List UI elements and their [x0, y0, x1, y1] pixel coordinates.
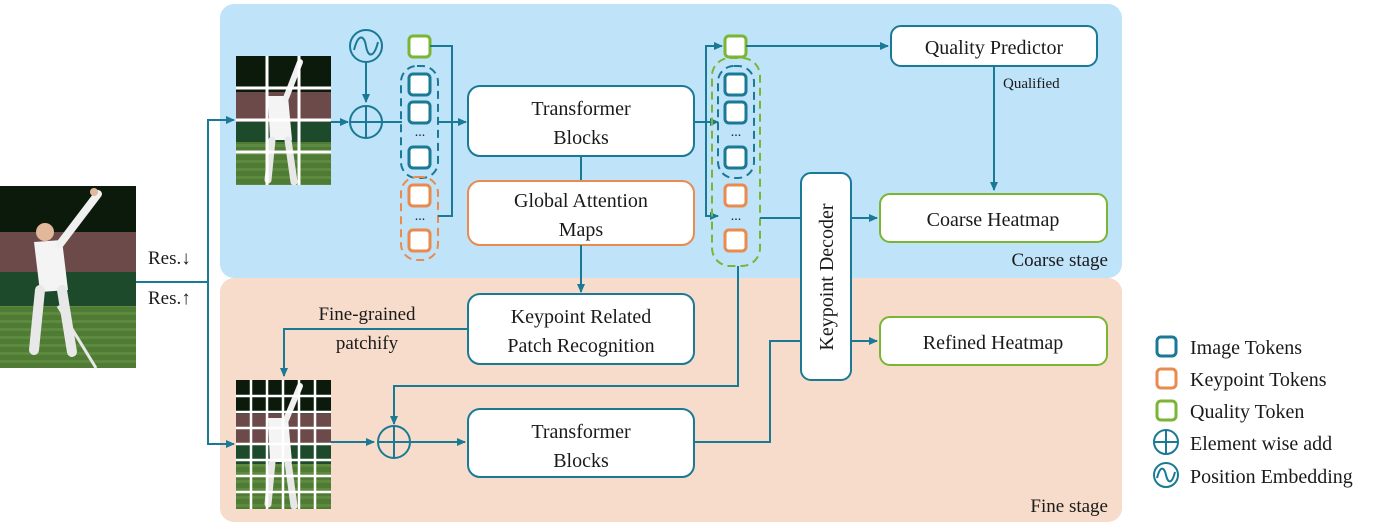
- coarse-tokens-to-fine-add-arrow: [390, 266, 739, 425]
- keypoint-token: [407, 183, 432, 208]
- image-token-icon: [1155, 335, 1178, 358]
- svg-text:Global Attention: Global Attention: [514, 190, 648, 212]
- coarse-add-icon: [349, 105, 383, 139]
- legend-label: Keypoint Tokens: [1190, 369, 1327, 391]
- transformer-to-output-tokens: [694, 42, 723, 220]
- res-down-label: Res.↓: [148, 248, 191, 269]
- position-embedding-legend-icon: [1153, 462, 1179, 488]
- svg-text:Quality Predictor: Quality Predictor: [925, 37, 1064, 59]
- token-ellipsis: ...: [415, 125, 426, 140]
- split-connector: [136, 116, 235, 448]
- coarse-stage-label: Coarse stage: [1011, 250, 1108, 271]
- token-ellipsis: ...: [415, 209, 426, 224]
- legend: Image Tokens Keypoint Tokens Quality Tok…: [1153, 335, 1353, 488]
- fine-stage-label: Fine stage: [1030, 496, 1108, 517]
- fine-grained-label: Fine-grained: [318, 304, 416, 325]
- global-attention-maps: Global Attention Maps: [467, 180, 695, 246]
- fine-add-icon: [377, 425, 411, 459]
- image-token: [407, 100, 432, 125]
- transformer-blocks-coarse: Transformer Blocks: [467, 85, 695, 157]
- svg-text:Patch Recognition: Patch Recognition: [507, 335, 654, 357]
- image-token: [407, 145, 432, 170]
- legend-label: Element wise add: [1190, 433, 1332, 455]
- svg-text:Transformer: Transformer: [531, 421, 631, 443]
- keypoint-token-icon: [1155, 367, 1178, 390]
- svg-text:Blocks: Blocks: [553, 450, 609, 472]
- svg-text:Keypoint Related: Keypoint Related: [511, 306, 652, 328]
- quality-token-icon: [1155, 399, 1178, 422]
- refined-heatmap: Refined Heatmap: [879, 316, 1108, 366]
- keypoint-token: [723, 183, 748, 208]
- svg-text:Maps: Maps: [559, 219, 604, 241]
- qualified-label: Qualified: [1003, 76, 1060, 92]
- keypoint-token-group-outline: [400, 176, 439, 261]
- svg-text:Coarse Heatmap: Coarse Heatmap: [927, 209, 1060, 231]
- patchify-label: patchify: [336, 333, 399, 354]
- svg-text:Blocks: Blocks: [553, 127, 609, 149]
- svg-text:Keypoint Decoder: Keypoint Decoder: [816, 203, 838, 351]
- keypoint-token: [407, 228, 432, 253]
- svg-text:Transformer: Transformer: [531, 98, 631, 120]
- tokens-to-transformer-connector: [430, 45, 467, 217]
- token-ellipsis: ...: [731, 125, 742, 140]
- keypoint-patch-recognition: Keypoint Related Patch Recognition: [467, 293, 695, 365]
- fine-transformer-to-decoder-line: [694, 340, 801, 443]
- keypoint-token: [723, 228, 748, 253]
- svg-text:Refined Heatmap: Refined Heatmap: [923, 332, 1064, 354]
- res-up-label: Res.↑: [148, 288, 191, 309]
- transformer-blocks-fine: Transformer Blocks: [467, 408, 695, 478]
- image-token: [723, 100, 748, 125]
- fine-grained-patchify-arrow: [280, 328, 468, 377]
- fine-patch-image: [236, 380, 331, 510]
- coarse-heatmap: Coarse Heatmap: [879, 193, 1108, 243]
- token-group-outline: [711, 57, 761, 267]
- coarse-output-tokens: ... ...: [711, 34, 761, 267]
- coarse-patch-image: [236, 56, 331, 186]
- quality-token: [407, 34, 432, 59]
- image-token: [723, 72, 748, 97]
- quality-predictor: Quality Predictor: [890, 25, 1098, 67]
- legend-label: Quality Token: [1190, 401, 1304, 423]
- legend-label: Position Embedding: [1190, 466, 1353, 488]
- coarse-input-tokens: ... ...: [400, 34, 439, 261]
- legend-label: Image Tokens: [1190, 337, 1302, 359]
- input-image: [0, 186, 136, 369]
- keypoint-decoder: Keypoint Decoder: [800, 172, 852, 381]
- element-wise-add-icon: [1153, 429, 1179, 455]
- image-token-group-outline: [717, 65, 755, 179]
- image-token: [723, 145, 748, 170]
- quality-token: [723, 34, 748, 59]
- token-ellipsis: ...: [731, 209, 742, 224]
- image-token: [407, 72, 432, 97]
